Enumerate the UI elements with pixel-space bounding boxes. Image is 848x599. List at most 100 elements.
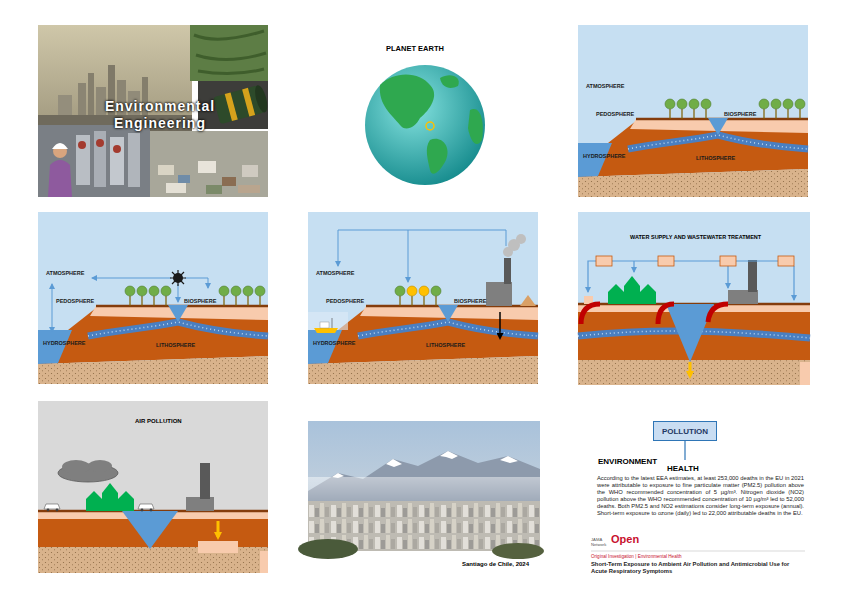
water-supply-scheme-part	[578, 212, 810, 385]
photo-collage-part	[48, 160, 72, 197]
earth-spheres-human-impact-part	[308, 212, 538, 384]
air-pollution-scheme-part	[88, 460, 112, 472]
earth-spheres-cycle-part	[52, 284, 53, 332]
earth-spheres-human-impact	[308, 212, 538, 384]
earth-spheres-human-impact-part	[407, 286, 417, 306]
layer-label: LITHOSPHERE	[426, 342, 465, 349]
photo-collage-part	[198, 161, 216, 173]
layer-label: HYDROSPHERE	[583, 153, 625, 160]
city-smog-photo-part	[332, 451, 518, 478]
pollution-scheme-lines-part	[684, 441, 685, 460]
layer-label: LITHOSPHERE	[696, 155, 735, 162]
globe-part	[427, 139, 448, 174]
earth-spheres-human-impact-part	[419, 286, 429, 306]
water-supply-scheme-part	[612, 260, 778, 261]
air-pollution-scheme-part	[86, 491, 102, 511]
earth-spheres-cycle	[38, 212, 268, 384]
water-supply-scheme-part	[633, 261, 634, 272]
globe	[365, 65, 485, 185]
city-smog-photo-part	[308, 421, 540, 551]
earth-spheres-cycle-part	[170, 270, 186, 286]
layer-label: PEDOSPHERE	[56, 298, 94, 305]
photo-collage-part	[110, 137, 124, 185]
earth-spheres-human-impact-part	[486, 282, 512, 306]
article-section: Original Investigation | Environmental H…	[591, 554, 682, 560]
earth-spheres-human-impact-part	[332, 318, 333, 328]
earth-spheres-cycle-part	[185, 278, 208, 288]
air-pollution-scheme-part	[47, 509, 50, 512]
earth-spheres-human-impact-part	[516, 234, 526, 244]
layer-label: BIOSPHERE	[454, 298, 486, 305]
earth-spheres-human-impact-part	[314, 328, 338, 333]
water-supply-scheme-part	[689, 362, 692, 376]
box-label: POLLUTION	[662, 427, 708, 436]
water-supply-scheme-part	[800, 362, 810, 385]
earth-spheres-section-part	[665, 99, 805, 119]
water-supply-scheme-part	[793, 266, 794, 300]
air-pollution-scheme-part	[186, 497, 214, 511]
photo-collage-part	[76, 135, 90, 185]
photo-collage-part-part	[225, 93, 238, 122]
city-smog-photo-part	[308, 451, 540, 551]
earth-spheres-human-impact-part	[408, 230, 409, 282]
branch-label: ENVIRONMENT	[598, 457, 657, 467]
water-supply-scheme-part	[596, 256, 612, 266]
process-box: POLLUTION	[653, 421, 717, 441]
photo-collage-part	[206, 185, 222, 194]
earth-spheres-human-impact-part	[320, 322, 329, 328]
photo-collage-part	[150, 131, 268, 197]
photo-collage-part	[113, 145, 121, 153]
photo-collage-part	[190, 25, 268, 81]
water-supply-scheme-part	[588, 261, 596, 292]
article-title: Short-Term Exposure to Ambient Air Pollu…	[591, 561, 803, 575]
earth-spheres-human-impact-part	[431, 286, 441, 306]
globe-part	[440, 75, 459, 88]
photo-collage-part	[238, 185, 260, 193]
air-pollution-scheme-part	[138, 504, 154, 509]
photo-caption: Santiago de Chile, 2024	[462, 561, 529, 568]
earth-spheres-human-impact-part	[395, 286, 405, 306]
layer-label: ATMOSPHERE	[586, 83, 624, 90]
air-pollution-scheme-part	[141, 509, 144, 512]
globe-part	[426, 122, 434, 130]
photo-collage-part	[94, 131, 106, 187]
photo-collage-part	[158, 165, 174, 175]
branch-label: HEALTH	[667, 464, 699, 474]
photo-collage-part	[38, 125, 150, 197]
air-pollution-scheme-part	[217, 521, 220, 537]
water-supply-scheme	[578, 212, 810, 385]
earth-spheres-human-impact-part	[520, 295, 536, 306]
layer-label: BIOSPHERE	[724, 111, 756, 118]
photo-collage-part	[96, 139, 104, 147]
photo-collage-part	[53, 144, 67, 158]
layer-label: LITHOSPHERE	[156, 342, 195, 349]
photo-collage-part	[78, 141, 86, 149]
water-supply-scheme-part	[727, 266, 728, 288]
panel-title: WATER SUPPLY AND WASTEWATER TREATMENT	[630, 234, 761, 241]
globe-part	[365, 65, 485, 185]
layer-label: ATMOSPHERE	[316, 270, 354, 277]
city-smog-photo-part	[492, 543, 544, 559]
water-supply-scheme-part	[778, 256, 794, 266]
photo-collage-part-part	[253, 84, 270, 114]
layer-label: ATMOSPHERE	[46, 270, 84, 277]
air-pollution-scheme-part	[56, 509, 59, 512]
air-pollution-scheme-part	[122, 511, 178, 549]
water-supply-scheme-part	[624, 276, 640, 304]
air-pollution-scheme-part	[44, 504, 60, 509]
water-supply-scheme-part	[578, 360, 810, 385]
earth-spheres-cycle-part	[178, 284, 179, 302]
layer-label: HYDROSPHERE	[43, 340, 85, 347]
water-supply-scheme-part	[708, 304, 728, 322]
pollution-scheme-lines	[591, 441, 805, 551]
journal-name: Open	[611, 533, 639, 546]
water-supply-scheme-part	[658, 256, 674, 266]
photo-collage-part	[166, 183, 186, 193]
air-pollution-scheme-part	[198, 541, 238, 553]
photo-collage	[38, 25, 270, 197]
photo-collage-part	[222, 177, 236, 186]
water-supply-scheme-part	[581, 304, 600, 324]
panel-title: AIR POLLUTION	[135, 418, 182, 425]
air-pollution-scheme	[38, 401, 268, 573]
